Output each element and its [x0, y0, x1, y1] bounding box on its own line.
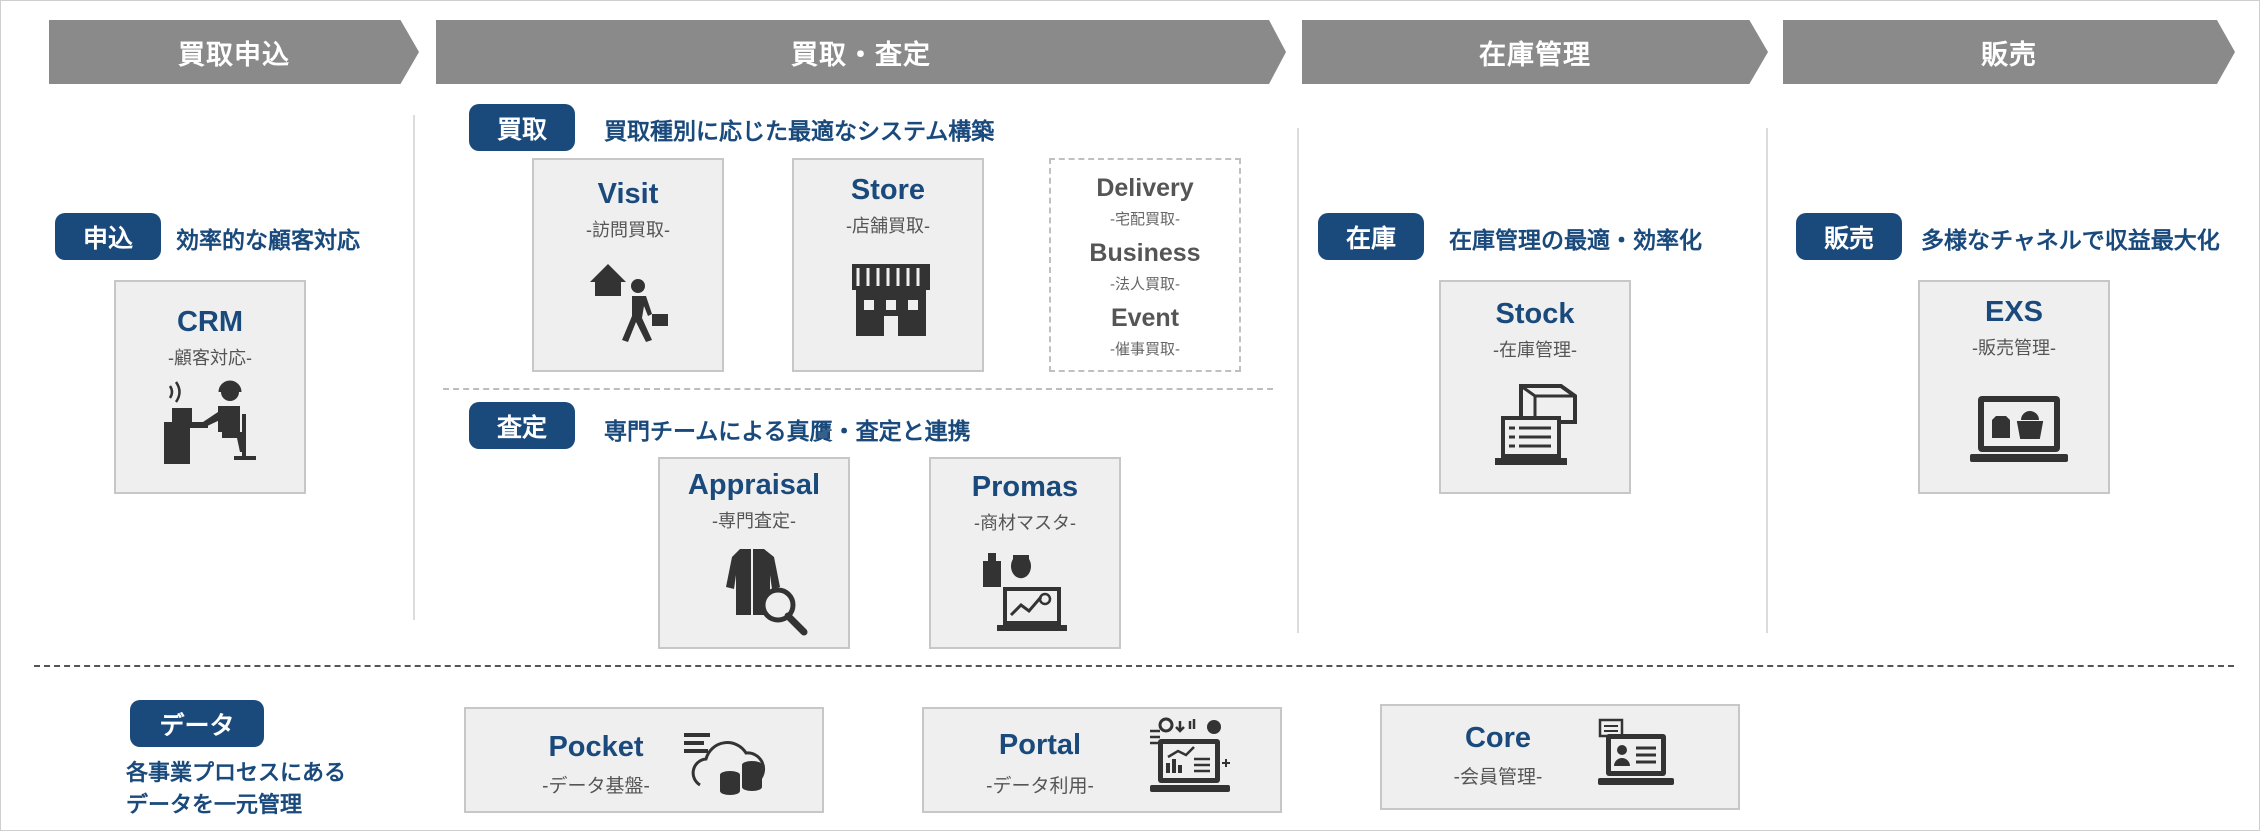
portal-subtitle: -データ利用- [986, 776, 1094, 797]
stage-header-inventory-label: 在庫管理 [1479, 39, 1591, 70]
data-description-line1: 各事業プロセスにある [126, 760, 347, 785]
crm-subtitle: -顧客対応- [168, 348, 252, 368]
business-subtitle: -法人買取- [1110, 276, 1180, 293]
tag-purchase-label: 買取 [496, 115, 547, 144]
delivery-title: Delivery [1096, 174, 1194, 202]
stock-title: Stock [1495, 298, 1575, 330]
storefront-icon [852, 264, 930, 336]
column-divider [413, 115, 415, 620]
coat-magnifier-icon [726, 549, 808, 636]
tag-assess: 査定 [469, 402, 575, 449]
pocket-card: Pocket -データ基盤- [464, 707, 824, 813]
stage-header-sales-label: 販売 [1981, 39, 2037, 70]
data-description-line2: データを一元管理 [126, 792, 303, 817]
stock-card: Stock -在庫管理- [1439, 280, 1631, 494]
store-subtitle: -店舗買取- [846, 216, 930, 236]
core-title: Core [1464, 722, 1532, 754]
appraisal-subtitle: -専門査定- [712, 511, 796, 531]
customer-support-icon [164, 380, 256, 464]
apply-description: 効率的な顧客対応 [176, 227, 360, 253]
column-divider [1297, 128, 1299, 633]
crm-card: CRM -顧客対応- [114, 280, 306, 494]
exs-subtitle: -販売管理- [1972, 338, 2056, 358]
exs-title: EXS [1984, 296, 2044, 328]
tag-data-label: データ [159, 711, 235, 740]
other-purchase-channels-card: Delivery -宅配買取- Business -法人買取- Event -催… [1049, 158, 1241, 372]
appraisal-title: Appraisal [687, 469, 821, 501]
sales-description: 多様なチャネルで収益最大化 [1921, 227, 2220, 253]
stage-header-sales: 販売 [1783, 20, 2235, 84]
data-row-separator [34, 665, 2234, 667]
tag-sales: 販売 [1796, 213, 1902, 260]
tag-sales-label: 販売 [1823, 224, 1874, 253]
house-visit-icon [590, 264, 668, 342]
tag-inventory: 在庫 [1318, 213, 1424, 260]
column-divider [1766, 128, 1768, 633]
analytics-laptop-icon [1150, 717, 1230, 792]
visit-subtitle: -訪問買取- [586, 220, 670, 240]
stage-header-apply-label: 買取申込 [178, 39, 290, 70]
data-description: 各事業プロセスにある データを一元管理 [126, 757, 346, 821]
appraisal-card: Appraisal -専門査定- [658, 457, 850, 649]
portal-title: Portal [998, 729, 1082, 761]
store-card: Store -店舗買取- [792, 158, 984, 372]
ecommerce-laptop-icon [1970, 396, 2068, 462]
promas-card: Promas -商材マスタ- [929, 457, 1121, 649]
exs-card: EXS -販売管理- [1918, 280, 2110, 494]
assess-description: 専門チームによる真贋・査定と連携 [604, 418, 971, 444]
core-subtitle: -会員管理- [1453, 767, 1543, 788]
tag-data: データ [130, 700, 264, 747]
visit-title: Visit [597, 178, 659, 210]
crm-title: CRM [176, 306, 244, 338]
product-master-laptop-icon [983, 553, 1067, 631]
tag-inventory-label: 在庫 [1345, 224, 1396, 253]
event-subtitle: -催事買取- [1110, 341, 1180, 358]
business-title: Business [1089, 239, 1201, 267]
stage-header-purchase-assess-label: 買取・査定 [791, 39, 931, 70]
stage-header-purchase-assess: 買取・査定 [436, 20, 1286, 84]
purchase-description: 買取種別に応じた最適なシステム構築 [604, 118, 995, 144]
tag-apply: 申込 [55, 213, 161, 260]
delivery-subtitle: -宅配買取- [1110, 211, 1180, 228]
portal-card: Portal -データ利用- [922, 707, 1282, 813]
promas-title: Promas [971, 471, 1079, 503]
core-card: Core -会員管理- [1380, 704, 1740, 810]
inventory-boxes-laptop-icon [1495, 384, 1577, 465]
tag-purchase: 買取 [469, 104, 575, 151]
member-id-laptop-icon [1598, 718, 1674, 785]
stage-header-apply: 買取申込 [49, 20, 419, 84]
stage-header-inventory: 在庫管理 [1302, 20, 1768, 84]
tag-apply-label: 申込 [82, 224, 133, 253]
stock-subtitle: -在庫管理- [1493, 340, 1577, 360]
store-title: Store [850, 174, 926, 206]
visit-card: Visit -訪問買取- [532, 158, 724, 372]
section-separator [443, 388, 1273, 390]
tag-assess-label: 査定 [496, 413, 547, 442]
promas-subtitle: -商材マスタ- [974, 513, 1076, 533]
pocket-title: Pocket [548, 731, 644, 763]
event-title: Event [1110, 304, 1180, 332]
inventory-description: 在庫管理の最適・効率化 [1449, 227, 1702, 253]
pocket-subtitle: -データ基盤- [542, 776, 650, 797]
cloud-database-icon [684, 733, 766, 795]
